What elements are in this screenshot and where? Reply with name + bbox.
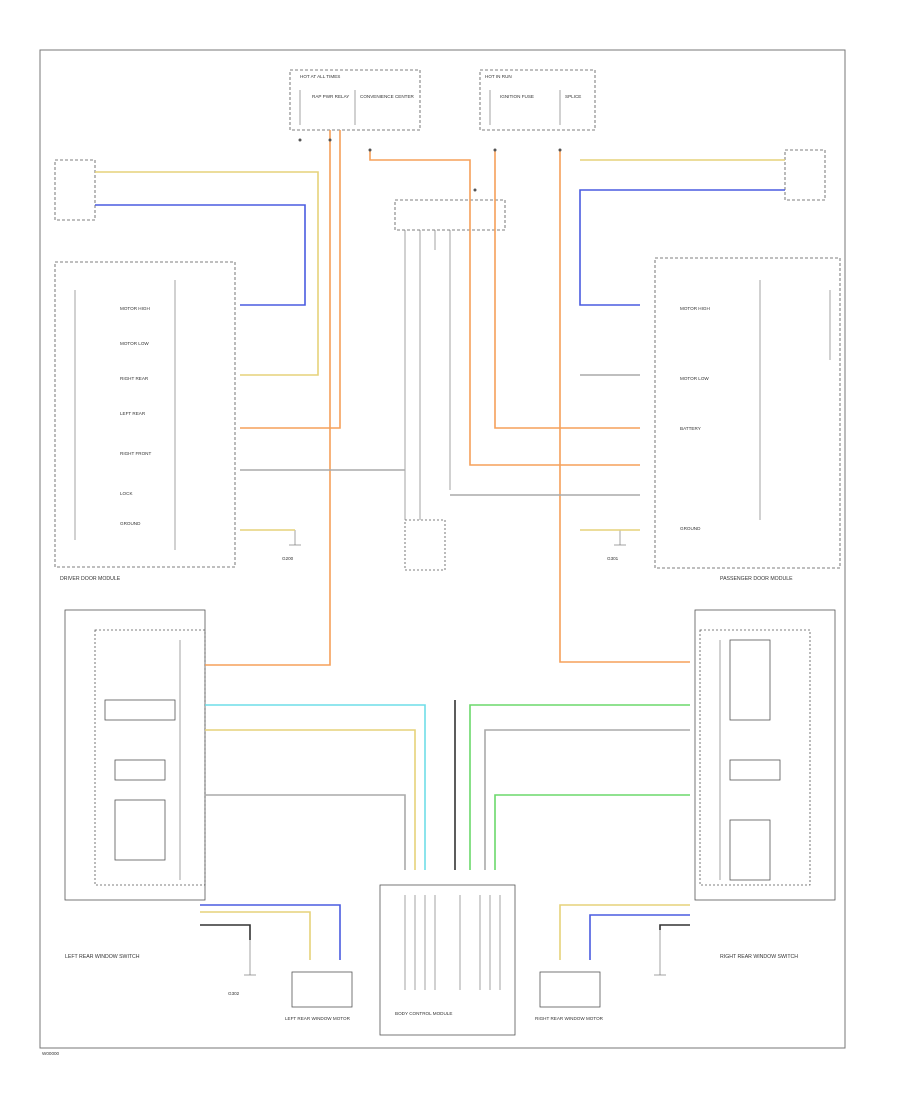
left-rear-motor: LEFT REAR WINDOW MOTOR [285, 971, 353, 1021]
wire-orange [559, 150, 690, 663]
diagram-frame [39, 49, 846, 1049]
wire-orange [240, 130, 341, 429]
center-connector: BODY CONTROL MODULE [379, 884, 516, 1036]
wire-orange [369, 150, 640, 466]
left-module-pin: RIGHT FRONT [120, 451, 151, 456]
fuse-label-left: HOT AT ALL TIMES [300, 74, 340, 79]
left-module-pin: RIGHT REAR [120, 376, 149, 381]
ground-symbol [654, 930, 666, 976]
right-module-pin: MOTOR LOW [680, 376, 709, 381]
wire-gray [484, 729, 690, 870]
right-switch-name: RIGHT REAR WINDOW SWITCH [720, 954, 798, 960]
footer-code: W00000 [42, 1051, 60, 1056]
left-motor-name: LEFT REAR WINDOW MOTOR [285, 1016, 351, 1021]
wire-orange [494, 150, 640, 429]
right-module-pin: GROUND [680, 526, 701, 531]
wire-blue [589, 914, 690, 960]
ground-label: G302 [228, 991, 240, 996]
wire-orange [205, 130, 331, 666]
center-connector-name: BODY CONTROL MODULE [395, 1011, 452, 1016]
wire-yellow [95, 171, 319, 376]
wire-gray [205, 794, 406, 870]
right-module-pin: BATTERY [680, 426, 701, 431]
left-module-pin: GROUND [120, 521, 141, 526]
center-splice [394, 199, 506, 571]
wire-blue [579, 189, 785, 306]
right-rear-switch: RIGHT REAR WINDOW SWITCH [694, 609, 836, 960]
wire-black [200, 924, 251, 940]
wire-black [659, 924, 690, 930]
wire-blue [200, 904, 341, 960]
right-module-name: PASSENGER DOOR MODULE [720, 576, 793, 582]
left-module-pin: LEFT REAR [120, 411, 146, 416]
wire-green [469, 704, 690, 870]
ground-label: G200 [282, 556, 294, 561]
left-door-module: DRIVER DOOR MODULE MOTOR HIGH MOTOR LOW … [54, 159, 236, 582]
wire-yellow [559, 904, 690, 960]
left-module-pin: MOTOR LOW [120, 341, 149, 346]
left-switch-name: LEFT REAR WINDOW SWITCH [65, 954, 140, 960]
right-module-pin: MOTOR HIGH [680, 306, 710, 311]
fuse-label-right-2: IGNITION FUSE [500, 94, 534, 99]
left-rear-switch: LEFT REAR WINDOW SWITCH [64, 609, 206, 960]
ground-symbol: G200 [282, 530, 301, 561]
fuse-label-right-3: SPLICE [565, 94, 581, 99]
fuse-block: HOT AT ALL TIMES RAP PWR RELAY CONVENIEN… [289, 69, 596, 131]
ground-symbol: G301 [607, 530, 626, 561]
arrow-connectors [298, 138, 562, 192]
fuse-label-left-2: RAP PWR RELAY [312, 94, 349, 99]
fuse-label-left-3: CONVENIENCE CENTER [360, 94, 415, 99]
fuse-label-right: HOT IN RUN [485, 74, 512, 79]
right-motor-name: RIGHT REAR WINDOW MOTOR [535, 1016, 604, 1021]
wire-green [494, 794, 690, 870]
wire-lt-blue [205, 704, 426, 870]
left-module-name: DRIVER DOOR MODULE [60, 576, 121, 582]
right-rear-motor: RIGHT REAR WINDOW MOTOR [535, 971, 604, 1021]
ground-label: G301 [607, 556, 619, 561]
right-door-module: PASSENGER DOOR MODULE MOTOR HIGH MOTOR L… [654, 149, 841, 582]
wire-yellow [200, 911, 311, 960]
left-module-pin: LOCK [120, 491, 133, 496]
ground-symbol: G302 [228, 940, 256, 996]
wire-blue [95, 204, 306, 306]
left-module-pin: MOTOR HIGH [120, 306, 150, 311]
wire-yellow [205, 729, 416, 870]
